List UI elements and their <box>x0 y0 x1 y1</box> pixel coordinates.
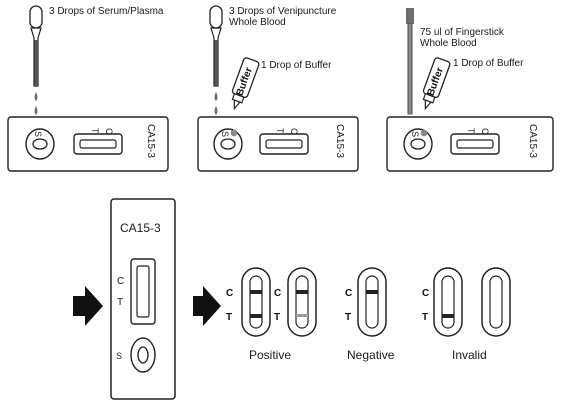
cassette-label: CA15-3 <box>527 124 538 158</box>
t-mark: T <box>274 312 280 323</box>
c-mark: C <box>226 288 233 299</box>
t-mark: T <box>226 312 232 323</box>
test-line <box>442 314 454 318</box>
buffer-bottle-icon-3: Buffer <box>422 57 451 111</box>
control-mark: C <box>289 128 299 135</box>
buffer-bottle-icon-2: Buffer <box>231 57 260 111</box>
arrow-icon-1 <box>73 286 103 326</box>
large-cassette-title: CA15-3 <box>120 221 161 235</box>
negative-strip: C T <box>345 267 387 337</box>
c-mark: C <box>274 288 281 299</box>
sample-mark: S <box>410 131 420 137</box>
capillary-tube-icon <box>406 8 414 115</box>
dropper-icon-2 <box>209 5 223 87</box>
cassette-1: S T C CA15-3 <box>7 116 169 172</box>
arrow-icon-2 <box>193 286 221 326</box>
positive-label: Positive <box>249 348 291 362</box>
negative-label: Negative <box>347 348 395 362</box>
cassette-label: CA15-3 <box>145 124 156 158</box>
t-mark: T <box>345 312 351 323</box>
cassette-label: CA15-3 <box>334 124 345 158</box>
control-line <box>366 290 378 294</box>
control-mark: C <box>104 128 114 135</box>
positive-strip-weak: C T <box>274 267 317 337</box>
c-mark: C <box>422 288 429 299</box>
positive-strip-strong: C T <box>226 267 271 337</box>
invalid-label: Invalid <box>452 348 487 362</box>
test-line-faint <box>296 314 308 317</box>
step-1-instruction: 3 Drops of Serum/Plasma <box>49 6 164 17</box>
test-mark: T <box>275 128 285 134</box>
large-cassette-c-mark: C <box>117 276 124 287</box>
dropper-icon-1 <box>29 5 43 87</box>
drops-icon-2 <box>214 92 218 115</box>
test-mark: T <box>90 128 100 134</box>
buffer-instruction-2: 1 Drop of Buffer <box>261 60 332 71</box>
sample-mark: S <box>33 131 43 137</box>
invalid-strip-blank <box>481 267 511 337</box>
control-mark: C <box>480 128 490 135</box>
cassette-3: S T C CA15-3 <box>386 116 554 172</box>
cassette-2: S T C CA15-3 <box>197 116 359 172</box>
control-line <box>296 290 308 294</box>
invalid-strip-test-only: C T <box>422 267 463 337</box>
sample-mark: S <box>220 131 230 137</box>
t-mark: T <box>422 312 428 323</box>
large-cassette-t-mark: T <box>117 297 123 308</box>
control-line <box>250 290 262 294</box>
buffer-instruction-3: 1 Drop of Buffer <box>453 58 524 69</box>
c-mark: C <box>345 288 352 299</box>
large-cassette-s-mark: S <box>116 351 122 361</box>
test-mark: T <box>466 128 476 134</box>
test-line <box>250 314 262 318</box>
large-cassette: CA15-3 C T S <box>110 198 176 400</box>
